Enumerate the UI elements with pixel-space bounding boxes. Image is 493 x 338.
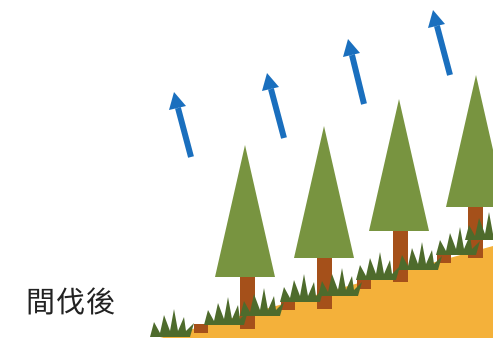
- upward-arrow-icon: [262, 73, 284, 138]
- tree-stump: [281, 301, 295, 310]
- upward-arrow-icon: [428, 10, 450, 75]
- upward-arrow-icon: [169, 92, 191, 157]
- tree-canopy: [215, 145, 275, 277]
- tree-canopy: [294, 126, 354, 258]
- grass-tuft: [150, 309, 194, 337]
- upward-arrow-icon: [343, 39, 364, 104]
- arrows-group: [169, 10, 450, 157]
- tree-stump: [194, 324, 208, 333]
- tree-canopy: [369, 99, 429, 231]
- stage-caption: 間伐後: [26, 284, 116, 320]
- tree-canopy: [446, 75, 493, 207]
